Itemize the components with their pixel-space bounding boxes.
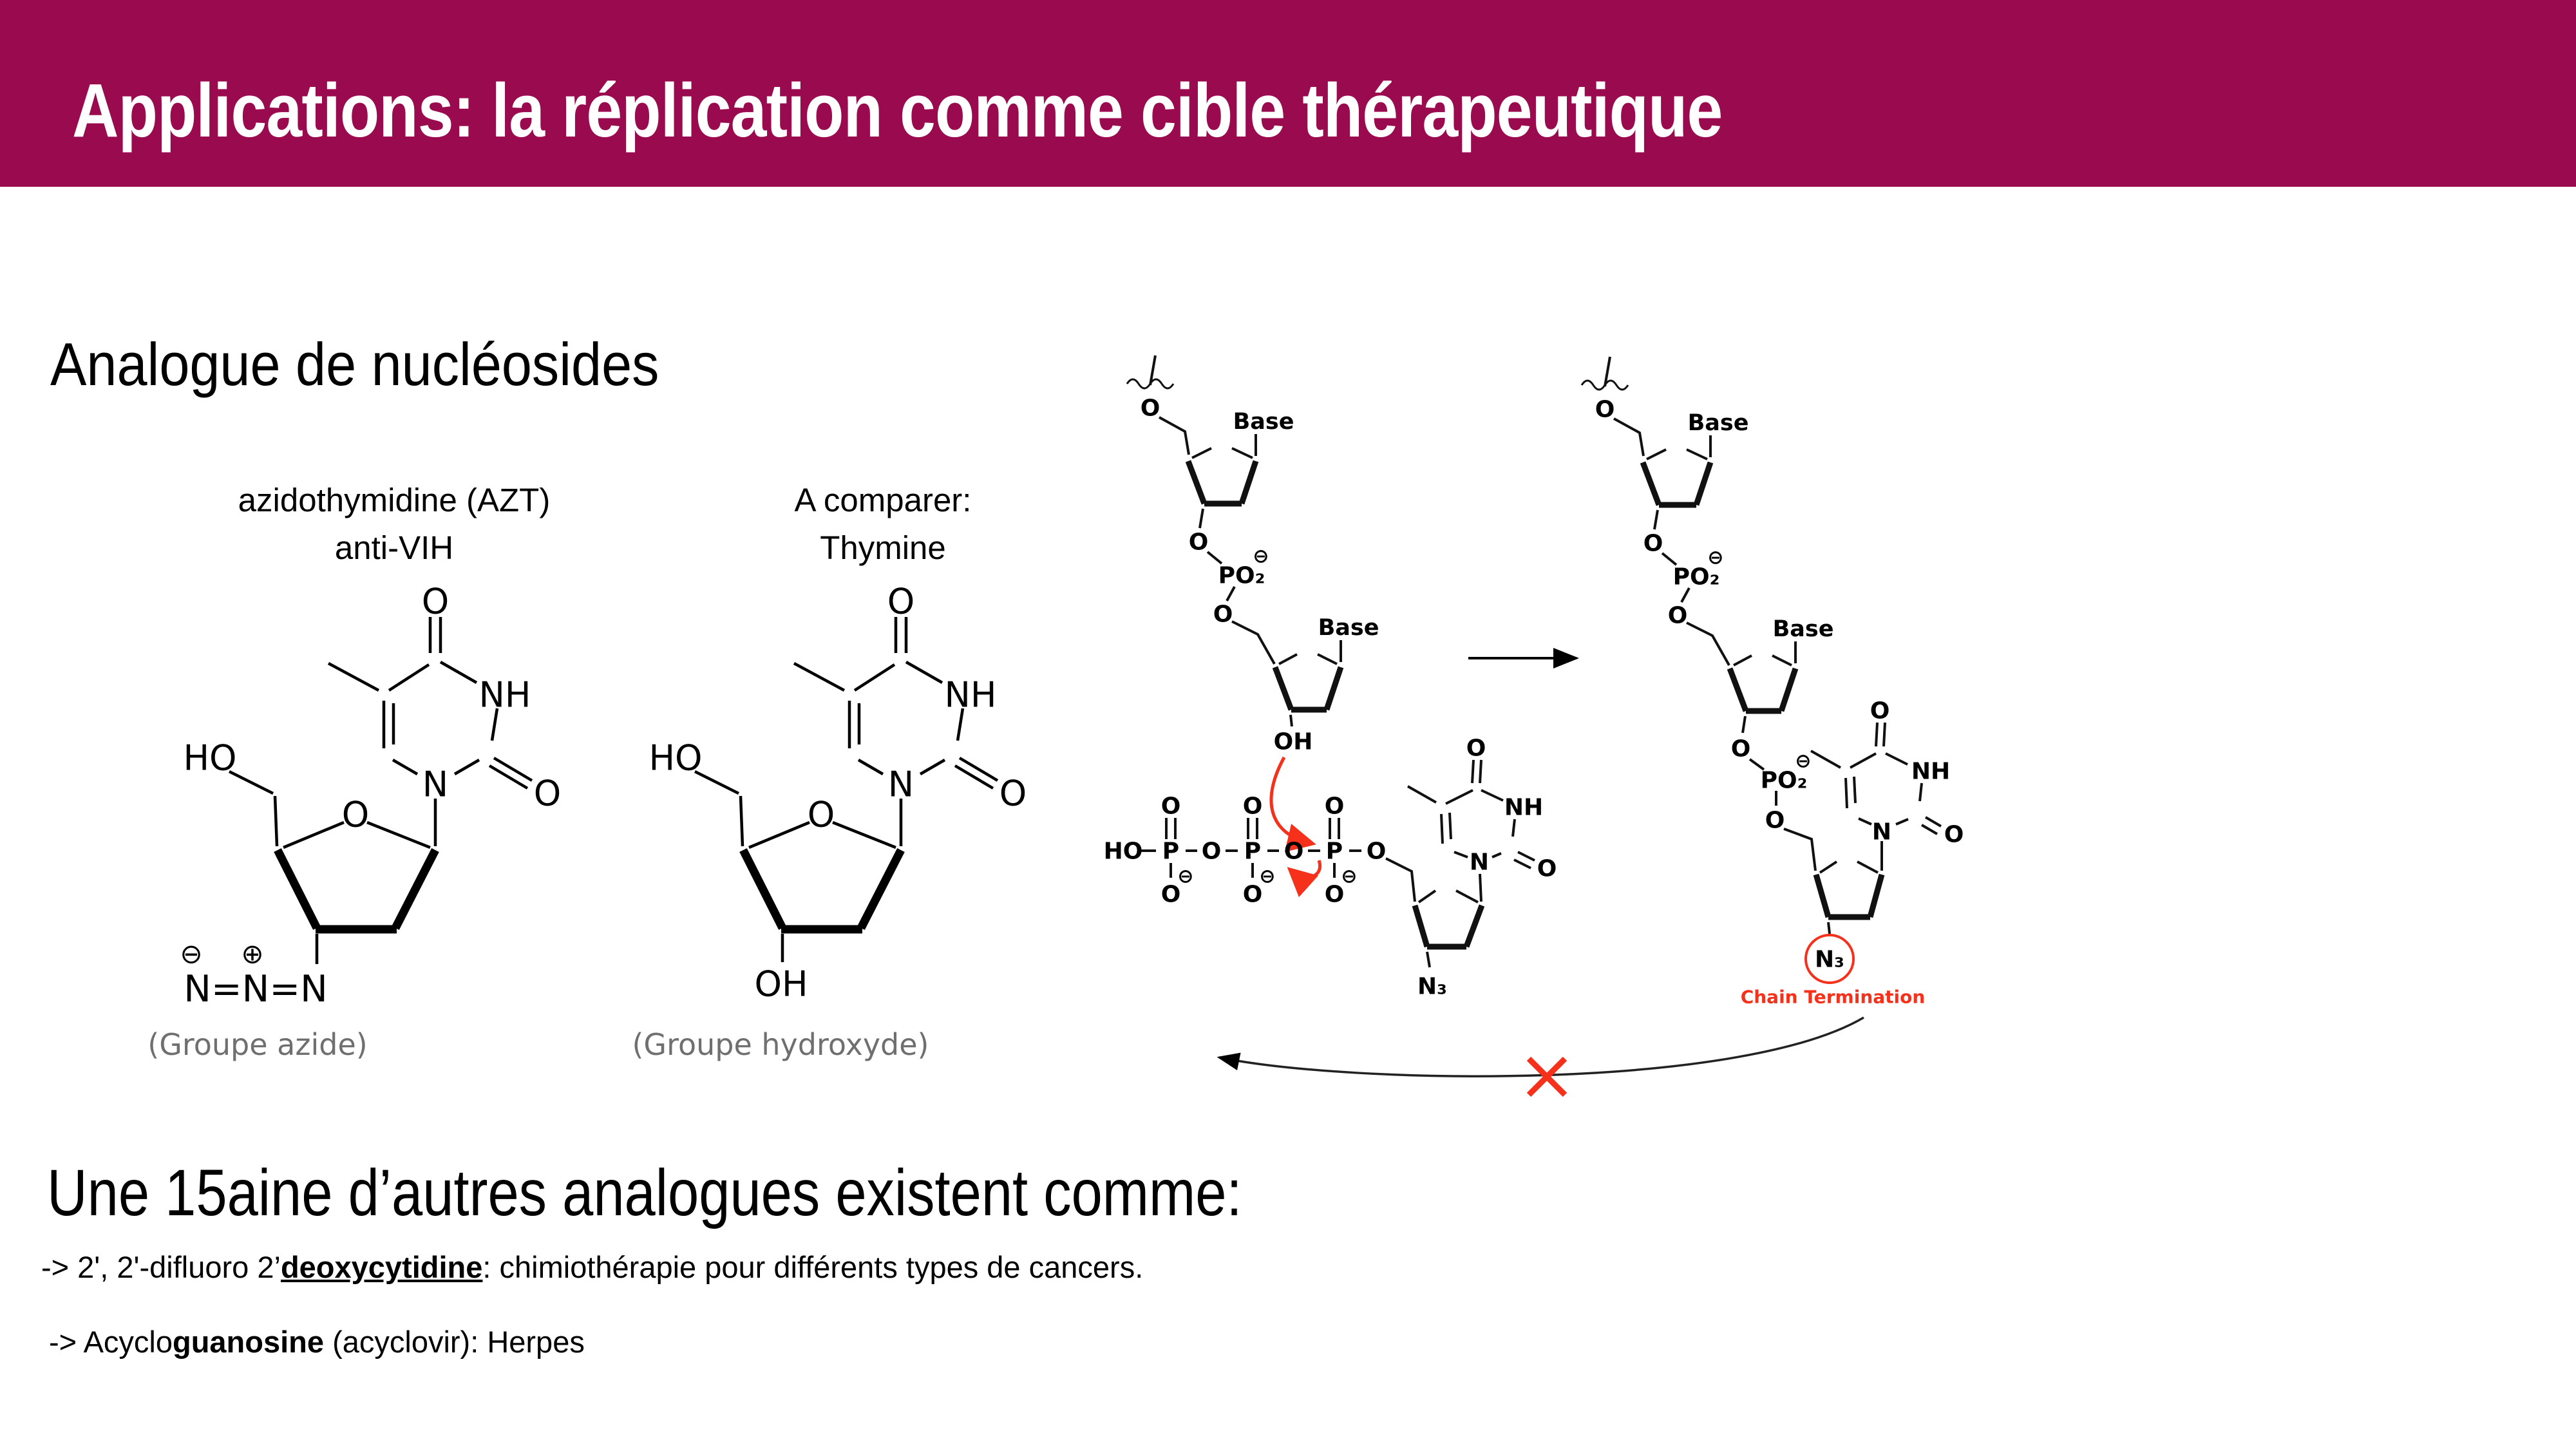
atom-label-ho: HO (1104, 838, 1143, 865)
bullet-text: (acyclovir): Herpes (324, 1325, 585, 1359)
chain-termination-label: Chain Termination (1741, 987, 1926, 1008)
minus-charge: ⊖ (1341, 866, 1357, 888)
phosphate-label: PO₂ (1761, 768, 1808, 794)
atom-label-o: O (1870, 698, 1890, 724)
atom-label-p: P (1244, 838, 1261, 865)
nucleoside-structures: O NH O N O HO ⊖ ⊕ N=N=N (Groupe azide) O… (147, 567, 1088, 1062)
azide-group-label: N=N=N (184, 968, 327, 1010)
azt-structure (183, 582, 561, 930)
azide-minus-charge: ⊖ (180, 938, 202, 970)
title-banner: Applications: la réplication comme cible… (0, 0, 2576, 187)
bullet-bold-term: deoxycytidine (280, 1250, 483, 1284)
atom-label-o: O (1944, 822, 1964, 848)
minus-charge: ⊖ (1259, 866, 1275, 888)
slide-title: Applications: la réplication comme cible… (72, 68, 1723, 153)
comparison-label-line1: A comparer: (794, 482, 972, 518)
atom-label-o: O (1243, 793, 1263, 820)
atom-label-o: O (1141, 395, 1160, 422)
phosphate-label: PO₂ (1218, 563, 1265, 589)
azt-triphosphate (1141, 759, 1535, 968)
nucleophilic-attack-arrow (1269, 756, 1316, 852)
azt-label-line2: anti-VIH (334, 529, 454, 566)
atom-label-o: O (1284, 838, 1304, 865)
minus-charge: ⊖ (1795, 750, 1811, 773)
product-strand (1580, 356, 1942, 934)
section-heading: Analogue de nucléosides (50, 330, 659, 398)
comparison-label: A comparer: Thymine (658, 477, 1108, 572)
atom-label-o: O (1765, 808, 1785, 834)
chain-termination-circle (1804, 934, 1855, 984)
red-x-mark (1526, 1056, 1567, 1097)
bullet-text: -> Acyclo (49, 1325, 173, 1359)
azt-label-line1: azidothymidine (AZT) (238, 482, 551, 518)
atom-label-o: O (1243, 882, 1263, 908)
atom-label-o: O (1466, 735, 1486, 762)
azt-caption: (Groupe azide) (147, 1027, 367, 1062)
atom-label-n: N (1872, 819, 1891, 846)
atom-label-p: P (1162, 838, 1179, 865)
mechanism-diagram: O Base O PO₂ ⊖ O Base OH (1104, 355, 1964, 1097)
leaving-group-arrow (1287, 860, 1322, 898)
atom-label-o: O (1213, 601, 1233, 628)
atom-label-oh: OH (1274, 729, 1313, 755)
atom-label-oh: OH (754, 964, 808, 1005)
azide-n3-label: N₃ (1815, 947, 1844, 973)
minus-charge: ⊖ (1177, 866, 1193, 888)
base-label: Base (1773, 616, 1834, 642)
comparison-label-line2: Thymine (820, 529, 946, 566)
atom-label-o: O (1325, 793, 1345, 820)
atom-label-o: O (1595, 397, 1615, 423)
atom-label-o: O (1537, 856, 1557, 882)
bullet-bold-term: guanosine (173, 1325, 325, 1359)
atom-label-o: O (1202, 838, 1222, 865)
minus-charge: ⊖ (1253, 545, 1269, 568)
minus-charge: ⊖ (1707, 547, 1723, 569)
bullet-text: -> 2', 2'-difluoro 2’ (41, 1250, 281, 1284)
atom-label-o: O (1643, 531, 1663, 557)
bullet-acycloguanosine: -> Acycloguanosine (acyclovir): Herpes (49, 1324, 585, 1359)
atom-label-nh: NH (1504, 795, 1543, 821)
phosphate-label: PO₂ (1673, 564, 1720, 591)
azide-n3-label: N₃ (1417, 974, 1447, 1000)
atom-label-o: O (1161, 793, 1181, 820)
atom-label-o: O (1731, 736, 1751, 762)
atom-label-o: O (1668, 603, 1688, 629)
bullet-deoxycytidine: -> 2', 2'-difluoro 2’deoxycytidine: chim… (41, 1249, 1143, 1285)
azt-label: azidothymidine (AZT) anti-VIH (169, 477, 620, 572)
base-label: Base (1233, 409, 1294, 435)
thymidine-caption: (Groupe hydroxyde) (632, 1027, 929, 1062)
notes-heading: Une 15aine d’autres analogues existent c… (47, 1156, 1242, 1229)
atom-label-o: O (1189, 529, 1209, 556)
base-label: Base (1318, 615, 1379, 641)
bullet-text: : chimiothérapie pour différents types d… (482, 1250, 1144, 1284)
atom-label-o: O (1161, 882, 1181, 908)
base-label: Base (1688, 410, 1749, 436)
atom-label-o: O (1325, 882, 1345, 908)
atom-label-o: O (1367, 838, 1387, 865)
reactant-primer-strand (1126, 355, 1344, 727)
azide-plus-charge: ⊕ (241, 938, 263, 970)
thymidine-structure (649, 582, 1027, 930)
atom-label-nh: NH (1911, 759, 1950, 785)
atom-label-p: P (1326, 838, 1343, 865)
atom-label-n: N (1470, 849, 1489, 876)
